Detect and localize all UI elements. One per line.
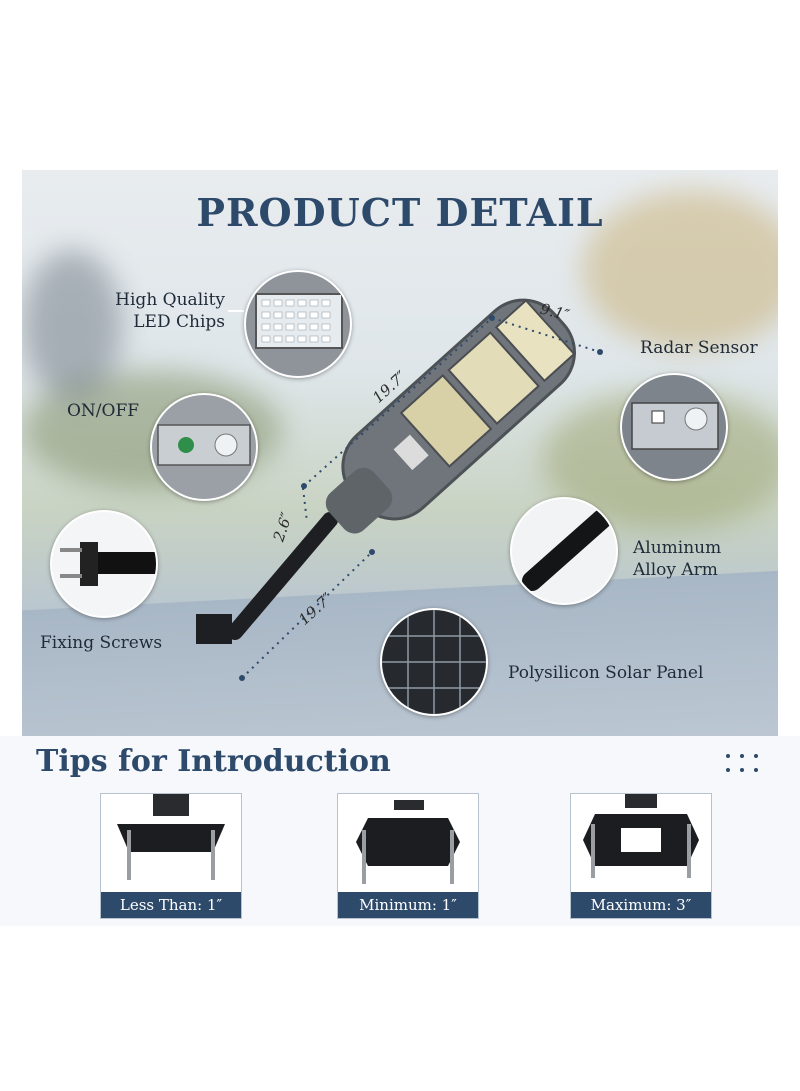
tip-card-maximum: Maximum: 3″	[570, 793, 712, 919]
fixing-screws-bubble	[50, 510, 158, 618]
page-title: PRODUCT DETAIL	[196, 190, 604, 235]
radar-sensor-icon	[631, 402, 719, 450]
on-off-bubble	[150, 393, 258, 501]
tip-caption: Less Than: 1″	[101, 892, 241, 918]
fixing-screws-label: Fixing Screws	[40, 633, 163, 653]
solar-panel-bubble	[380, 608, 488, 716]
led-module-1	[399, 374, 493, 468]
led-chips-label: High Quality LED Chips	[115, 290, 225, 332]
led-chip-grid-icon	[255, 293, 343, 349]
tip-card-minimum: Minimum: 1″	[337, 793, 479, 919]
more-dots-icon	[724, 752, 764, 778]
bracket-small-icon	[117, 794, 225, 880]
tip-caption: Maximum: 3″	[571, 892, 711, 918]
bracket-large-icon	[583, 794, 699, 878]
dimension-line-height	[302, 487, 308, 523]
radar-sensor-bubble	[620, 373, 728, 481]
sensor-window	[393, 434, 429, 471]
on-off-label: ON/OFF	[67, 401, 140, 421]
solar-cell-grid-icon	[382, 610, 486, 714]
tips-title: Tips for Introduction	[36, 744, 391, 779]
arm-shape	[227, 512, 338, 640]
solar-panel-label: Polysilicon Solar Panel	[508, 663, 704, 683]
led-module-3	[494, 299, 576, 383]
lamp-body	[325, 298, 576, 534]
tip-caption: Minimum: 1″	[338, 892, 478, 918]
led-module-2	[447, 331, 540, 426]
tip-card-less-than: Less Than: 1″	[100, 793, 242, 919]
screw-bracket-icon	[60, 542, 156, 586]
power-switch-icon	[157, 424, 251, 466]
street-light-illustration	[196, 298, 603, 681]
bracket-medium-icon	[356, 800, 460, 884]
dimension-line-length	[303, 317, 493, 487]
aluminum-arm-label: Aluminum Alloy Arm	[633, 538, 722, 580]
led-chips-bubble	[244, 270, 352, 378]
aluminum-arm-bubble	[510, 497, 618, 605]
wall-bracket	[196, 614, 232, 644]
arm-tube-icon	[522, 509, 612, 591]
radar-sensor-label: Radar Sensor	[640, 338, 758, 358]
dimension-line-width	[491, 317, 601, 353]
